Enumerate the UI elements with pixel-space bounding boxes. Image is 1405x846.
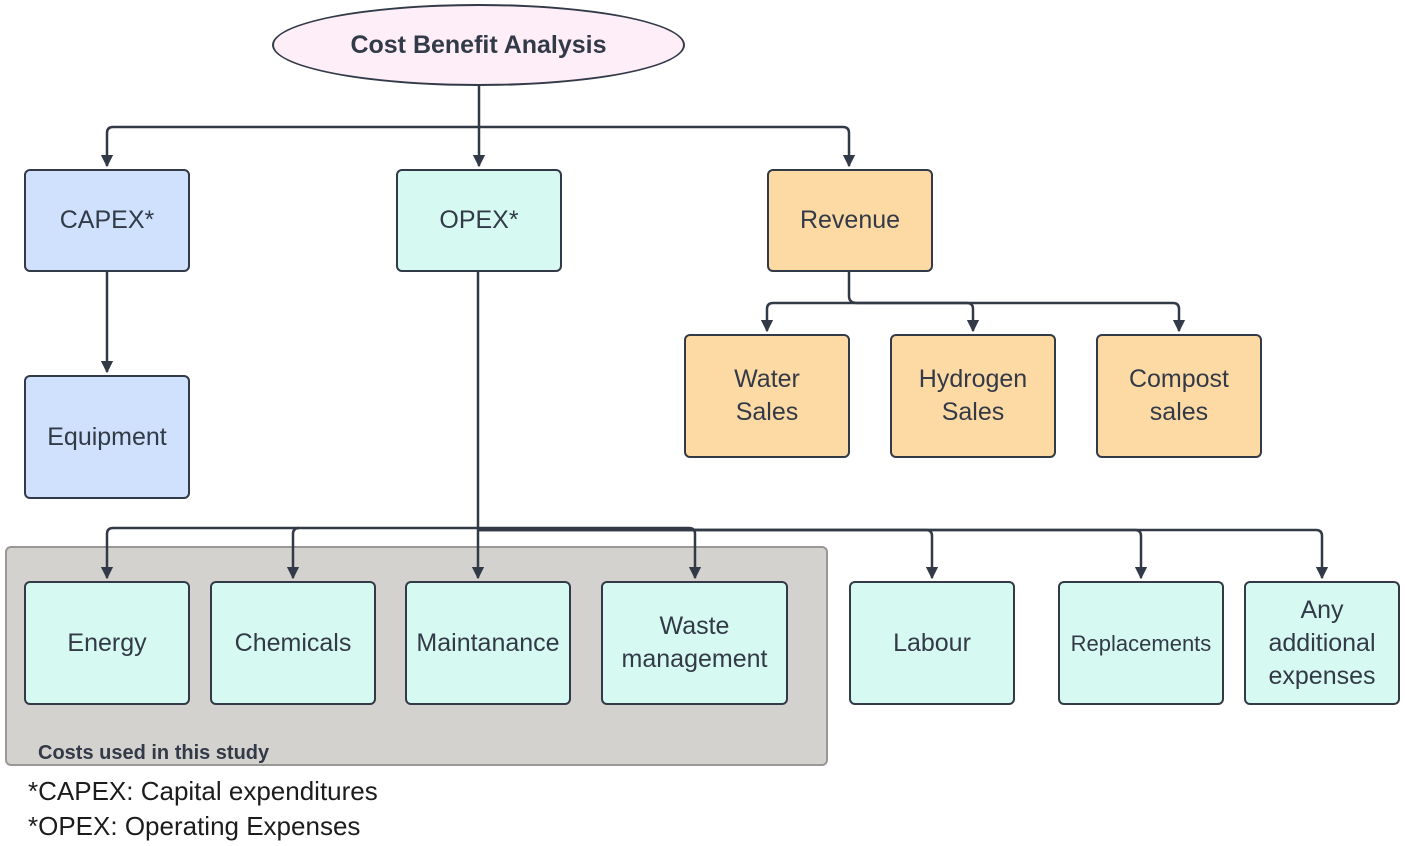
additional-expenses-line-2: additional bbox=[1268, 628, 1376, 657]
revenue-node: Revenue bbox=[767, 169, 933, 272]
edge-opex-chemicals bbox=[286, 526, 300, 580]
opex-node: OPEX* bbox=[396, 169, 562, 272]
edge-revenue-trunk bbox=[847, 272, 858, 305]
compost-sales-node: Compost sales bbox=[1096, 334, 1262, 458]
replacements-node: Replacements bbox=[1058, 581, 1224, 705]
compost-sales-line-2: sales bbox=[1149, 398, 1209, 426]
water-sales-line-2: Sales bbox=[735, 398, 799, 426]
waste-management-line-1: Waste bbox=[659, 612, 730, 640]
edge-opex-energy bbox=[100, 526, 478, 580]
root-cost-benefit-analysis: Cost Benefit Analysis bbox=[272, 4, 685, 86]
footnote-opex: *OPEX: Operating Expenses bbox=[28, 811, 361, 841]
water-sales-line-1: Water bbox=[734, 365, 800, 393]
equipment-node: Equipment bbox=[24, 375, 190, 499]
hydrogen-sales-line-1: Hydrogen bbox=[918, 365, 1028, 393]
group-label: Costs used in this study bbox=[38, 742, 270, 764]
waste-management-node: Waste management bbox=[601, 581, 788, 705]
edge-revenue-compost bbox=[857, 301, 1186, 333]
maintanance-node: Maintanance bbox=[405, 581, 571, 705]
additional-expenses-node: Any additional expenses bbox=[1244, 581, 1400, 705]
edge-root-revenue bbox=[479, 125, 856, 168]
edge-opex-replacements bbox=[478, 528, 1148, 580]
edge-opex-additional bbox=[478, 528, 1329, 580]
edge-opex-labour bbox=[478, 528, 939, 580]
compost-sales-line-1: Compost bbox=[1128, 365, 1230, 393]
edge-opex-waste bbox=[478, 526, 702, 580]
edge-revenue-hydrogen bbox=[857, 301, 980, 333]
labour-node: Labour bbox=[849, 581, 1015, 705]
edge-root-capex bbox=[100, 125, 479, 168]
energy-node: Energy bbox=[24, 581, 190, 705]
additional-expenses-line-3: expenses bbox=[1268, 661, 1376, 690]
additional-expenses-line-1: Any bbox=[1300, 595, 1344, 624]
footnote-capex: *CAPEX: Capital expenditures bbox=[28, 776, 378, 806]
waste-management-line-2: management bbox=[621, 645, 768, 673]
chemicals-node: Chemicals bbox=[210, 581, 376, 705]
hydrogen-sales-line-2: Sales bbox=[941, 398, 1005, 426]
capex-node: CAPEX* bbox=[24, 169, 190, 272]
edge-revenue-water bbox=[760, 301, 857, 333]
